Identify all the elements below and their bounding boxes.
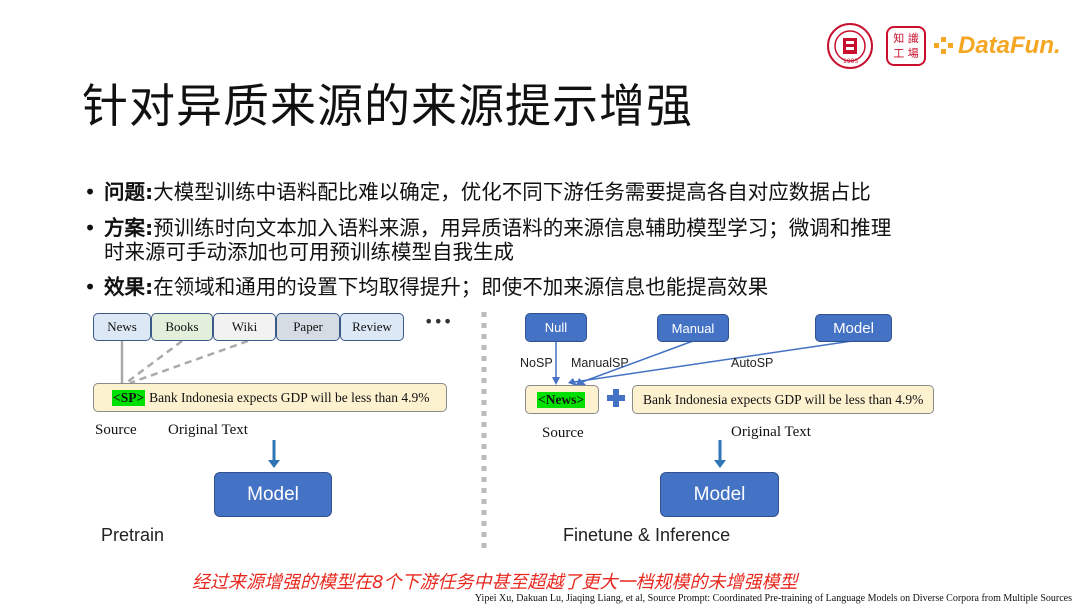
news-tag: <News>	[537, 391, 586, 408]
pretrain-caption: Pretrain	[101, 525, 165, 545]
finetune-model-box: Model	[660, 472, 779, 517]
bullet-problem-text: 大模型训练中语料配比难以确定，优化不同下游任务需要提高各自对应数据占比	[153, 180, 871, 204]
pretrain-text-box: <SP> Bank Indonesia expects GDP will be …	[93, 383, 447, 412]
bullet-solution-line2: 时来源可手动添加也可用预训练模型自我生成	[104, 240, 514, 264]
bullet-solution-head: 方案:	[104, 216, 154, 240]
source-paper: Paper	[276, 313, 340, 341]
source-books: Books	[151, 313, 213, 341]
conclusion-text: 经过来源增强的模型在8个下游任务中甚至超越了更大一档规模的未增强模型	[192, 572, 798, 593]
label-nosp: NoSP	[520, 356, 553, 370]
bullet-solution-text: 预训练时向文本加入语料来源，用异质语料的来源信息辅助模型学习；微调和推理	[153, 216, 892, 240]
page-title: 针对异质来源的来源提示增强	[82, 79, 693, 133]
zhishi-logo-line1: 知 識	[893, 32, 919, 45]
label-manualsp: ManualSP	[571, 356, 629, 370]
source-news: News	[93, 313, 151, 341]
pretrain-sample-text: Bank Indonesia expects GDP will be less …	[149, 389, 430, 405]
finetune-source-box: <News>	[525, 385, 599, 414]
more-sources-ellipsis: •••	[424, 312, 453, 331]
plus-icon	[607, 389, 625, 407]
source-review: Review	[340, 313, 404, 341]
citation: Yipei Xu, Dakuan Lu, Jiaqing Liang, et a…	[474, 593, 1072, 604]
bullet-problem-head: 问题:	[104, 180, 154, 204]
finetune-caption: Finetune & Inference	[563, 525, 731, 545]
finetune-text-box: Bank Indonesia expects GDP will be less …	[632, 385, 934, 414]
university-logo: 1905	[826, 22, 874, 70]
university-year: 1905	[843, 58, 859, 65]
finetune-original-text-label: Original Text	[731, 424, 811, 440]
finetune-source-label: Source	[542, 425, 584, 441]
pretrain-model-box: Model	[214, 472, 332, 517]
sp-tag: <SP>	[112, 389, 146, 406]
mode-manual: Manual	[657, 314, 729, 342]
zhishi-logo: 知 識 工 場	[886, 26, 926, 66]
datafun-logo: DataFun.	[934, 30, 1061, 62]
zhishi-logo-line2: 工 場	[893, 47, 919, 60]
finetune-sample-text: Bank Indonesia expects GDP will be less …	[643, 391, 924, 407]
mode-model: Model	[815, 314, 892, 342]
pretrain-source-label: Source	[95, 422, 137, 438]
label-autosp: AutoSP	[731, 356, 774, 370]
bullet-effect-text: 在领域和通用的设置下均取得提升；即使不加来源信息也能提高效果	[153, 275, 769, 299]
mode-null: Null	[525, 313, 587, 342]
datafun-logo-text: DataFun.	[958, 32, 1061, 59]
bullet-effect-head: 效果:	[104, 275, 154, 299]
pretrain-original-text-label: Original Text	[168, 422, 248, 438]
source-wiki: Wiki	[213, 313, 276, 341]
datafun-dots-icon	[934, 37, 953, 54]
